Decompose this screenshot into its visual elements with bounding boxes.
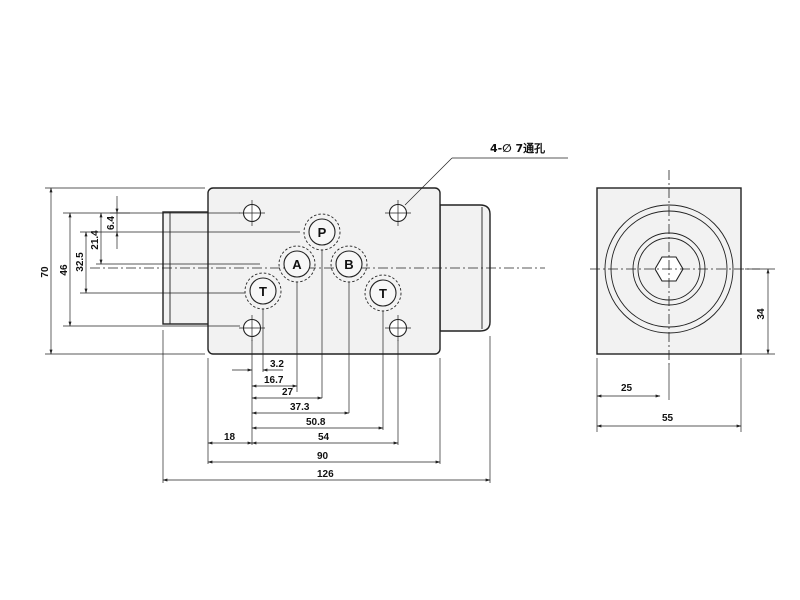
dim-25: 25	[621, 383, 633, 394]
dim-54: 54	[318, 432, 330, 443]
dim-70: 70	[40, 266, 51, 278]
dim-16-7: 16.7	[264, 375, 284, 386]
dim-32-5: 32.5	[75, 252, 86, 272]
dim-34: 34	[756, 308, 767, 320]
dim-46: 46	[59, 264, 70, 276]
hole-note: 4-∅ 7通孔	[404, 142, 568, 206]
dim-18: 18	[224, 432, 236, 443]
dim-55: 55	[662, 413, 674, 424]
port-t-right: T	[364, 274, 402, 312]
valve-block	[207, 187, 441, 355]
dim-50-8: 50.8	[306, 417, 326, 428]
dim-6-4: 6.4	[106, 216, 117, 230]
port-p-label: P	[318, 225, 327, 240]
port-t-left-label: T	[259, 284, 267, 299]
port-t-right-label: T	[379, 286, 387, 301]
port-a-label: A	[292, 257, 302, 272]
dim-3-2: 3.2	[270, 359, 284, 370]
dim-37-3: 37.3	[290, 402, 310, 413]
dim-27: 27	[282, 387, 294, 398]
hole-note-text: 4-∅ 7通孔	[490, 142, 545, 155]
dim-21-4: 21.4	[90, 230, 101, 250]
bottom-horizontal-dimensions: 3.2 16.7 27 37.3 50.8 54 18 90 126	[162, 250, 491, 483]
dim-126: 126	[317, 469, 334, 480]
mounting-holes	[239, 200, 411, 341]
dim-90: 90	[317, 451, 329, 462]
front-view: P A B T T 4-∅ 7通孔	[40, 142, 568, 483]
port-b-label: B	[344, 257, 353, 272]
side-view: 34 25 55	[590, 170, 775, 432]
left-vertical-dimensions: 70 46 32.5 21.4 6.4	[40, 187, 300, 355]
